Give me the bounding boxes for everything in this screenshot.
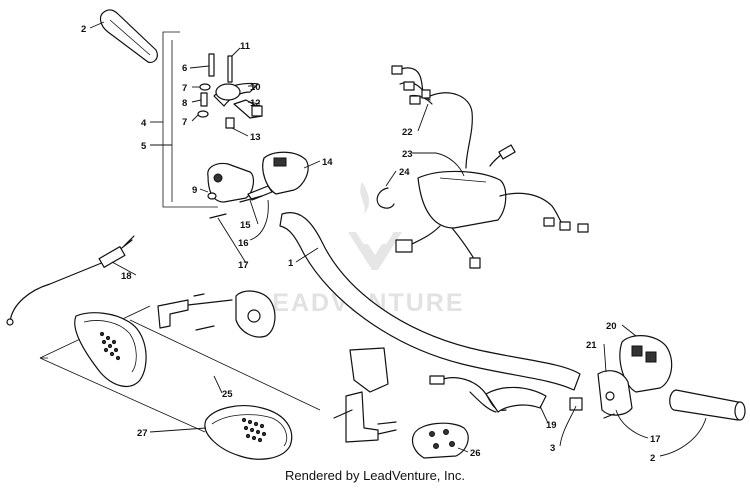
callout-7-lower: 7	[182, 117, 187, 128]
callout-3: 3	[550, 443, 555, 454]
throttle-cable	[6, 235, 135, 326]
callout-23: 23	[402, 149, 413, 160]
callout-18: 18	[121, 271, 132, 282]
handlebar	[279, 212, 581, 391]
callout-2-left: 2	[81, 24, 86, 35]
group-brackets	[39, 31, 321, 433]
callout-10: 10	[250, 82, 261, 93]
callout-7-upper: 7	[182, 83, 187, 94]
callout-24: 24	[399, 167, 410, 178]
left-lever-assembly	[197, 53, 309, 219]
callout-2-right: 2	[650, 453, 655, 464]
callout-21: 21	[586, 340, 597, 351]
right-switch-housing	[597, 335, 673, 419]
footer-credit: Rendered by LeadVenture, Inc.	[285, 468, 465, 483]
wiring-harness	[376, 65, 589, 269]
watermark-logo	[348, 182, 402, 270]
callout-8: 8	[182, 98, 187, 109]
callouts: 2 6 7 8 7 11 10 12 13 14 9 15 16 17 4 5 …	[81, 24, 661, 464]
callout-9: 9	[192, 185, 197, 196]
guard-mount-lower	[333, 347, 397, 443]
callout-5: 5	[141, 141, 147, 152]
guard-mount-upper	[157, 290, 276, 338]
right-harness	[429, 375, 583, 413]
callout-26: 26	[470, 448, 481, 459]
callout-13: 13	[250, 132, 261, 143]
callout-6: 6	[182, 63, 187, 74]
callout-14: 14	[322, 157, 333, 168]
grip-left	[99, 9, 158, 63]
clamp-kit	[411, 422, 469, 459]
callout-17-right: 17	[650, 434, 661, 445]
grip-right	[669, 389, 746, 421]
hand-guard-lower	[204, 405, 293, 460]
callout-22: 22	[402, 127, 413, 138]
callout-25: 25	[222, 389, 233, 400]
callout-4: 4	[141, 118, 147, 129]
callout-1: 1	[288, 258, 294, 269]
callout-17-left: 17	[238, 260, 249, 271]
callout-20: 20	[606, 321, 617, 332]
callout-27: 27	[137, 428, 148, 439]
hand-guard-upper	[74, 312, 147, 388]
leader-lines	[89, 21, 707, 457]
callout-19: 19	[546, 420, 557, 431]
callout-16: 16	[238, 238, 249, 249]
callout-12: 12	[250, 98, 261, 109]
callout-15: 15	[240, 220, 251, 231]
callout-11: 11	[240, 41, 251, 52]
